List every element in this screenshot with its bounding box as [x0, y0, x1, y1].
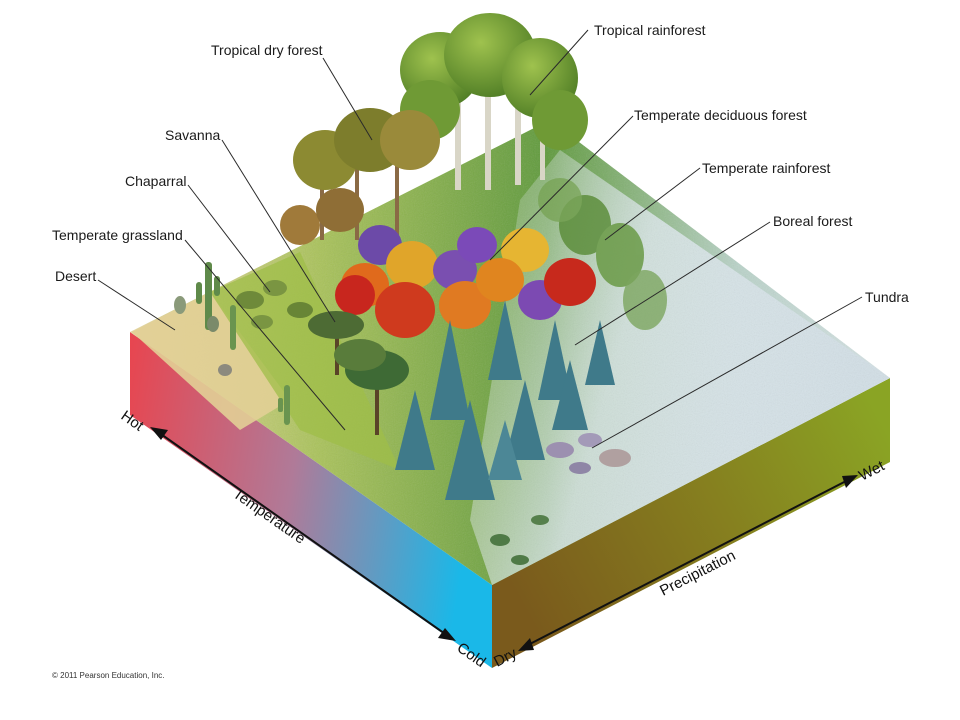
leader-tropical-rainforest [529, 29, 589, 96]
label-boreal-forest: Boreal forest [773, 213, 852, 229]
arrow-wet-icon [842, 475, 858, 488]
label-savanna: Savanna [165, 127, 220, 143]
precipitation-face [492, 378, 890, 668]
leader-tundra [591, 296, 863, 449]
label-chaparral: Chaparral [125, 173, 186, 189]
vegetation [132, 13, 667, 565]
temperate-rainforest-canopy [538, 178, 667, 330]
leader-savanna [221, 139, 336, 323]
temperate-deciduous-canopy [335, 225, 596, 338]
label-temperate-deciduous-forest: Temperate deciduous forest [634, 107, 807, 123]
leader-chaparral [187, 184, 271, 293]
label-temperate-rainforest: Temperate rainforest [702, 160, 831, 176]
leader-desert [97, 279, 176, 331]
tropical-rainforest-canopy [400, 13, 588, 190]
leader-temperate-rainforest [604, 167, 701, 241]
tropical-dry-forest-canopy [280, 108, 440, 245]
leader-lines [97, 29, 863, 449]
chaparral-shrubs [236, 280, 313, 329]
label-desert: Desert [55, 268, 96, 284]
arrow-cold-icon [438, 628, 456, 641]
copyright-notice: © 2011 Pearson Education, Inc. [52, 671, 164, 680]
label-tropical-rainforest: Tropical rainforest [594, 22, 706, 38]
tundra-rocks [490, 433, 631, 565]
biome-labels: Tropical rainforest Tropical dry forest … [52, 22, 909, 305]
boreal-conifers [395, 300, 615, 500]
label-tundra: Tundra [865, 289, 909, 305]
leader-boreal-forest [574, 221, 771, 346]
savanna-trees [308, 311, 409, 435]
arrow-dry-icon [518, 638, 534, 651]
label-temperate-grassland: Temperate grassland [52, 227, 183, 243]
desert-ground [132, 292, 290, 430]
temperature-face [130, 332, 492, 668]
arrow-hot-icon [150, 427, 168, 440]
leader-tropical-dry-forest [322, 57, 373, 141]
leader-temperate-deciduous [489, 115, 634, 261]
desert-cacti [174, 262, 290, 425]
leader-temperate-grassland [184, 239, 346, 431]
label-tropical-dry-forest: Tropical dry forest [211, 42, 323, 58]
